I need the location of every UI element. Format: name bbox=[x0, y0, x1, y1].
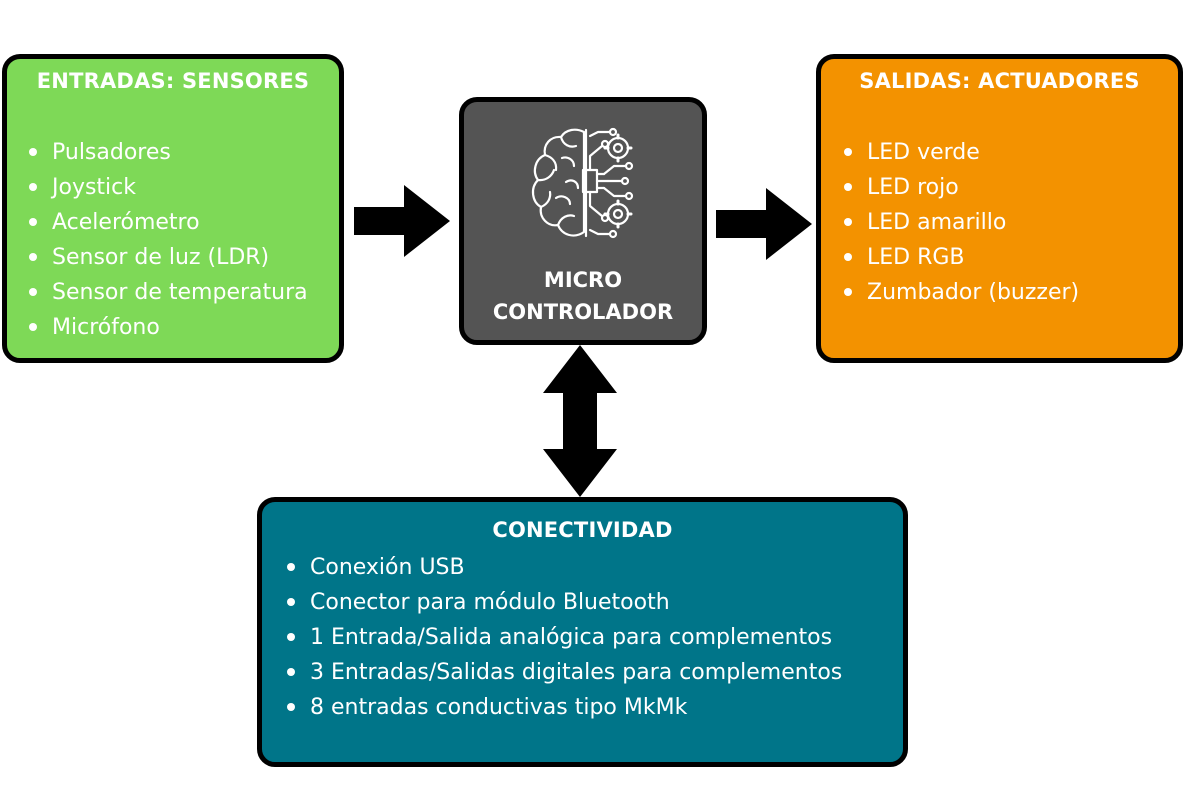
list-item: Zumbador (buzzer) bbox=[843, 275, 1079, 310]
list-item: 1 Entrada/Salida analógica para compleme… bbox=[286, 620, 842, 655]
microcontroller-label: MICRO CONTROLADOR bbox=[464, 264, 702, 328]
list-item: Pulsadores bbox=[29, 135, 308, 170]
microcontroller-label-line2: CONTROLADOR bbox=[492, 300, 674, 324]
list-item: 3 Entradas/Salidas digitales para comple… bbox=[286, 655, 842, 690]
list-item: Sensor de luz (LDR) bbox=[29, 240, 308, 275]
list-item: Conexión USB bbox=[286, 550, 842, 585]
connectivity-title: CONECTIVIDAD bbox=[492, 518, 673, 542]
list-item: LED RGB bbox=[843, 240, 1079, 275]
brain-circuit-icon bbox=[531, 127, 634, 239]
list-item: 8 entradas conductivas tipo MkMk bbox=[286, 690, 842, 725]
connectivity-list: Conexión USB Conector para módulo Blueto… bbox=[286, 550, 842, 725]
inputs-title: ENTRADAS: SENSORES bbox=[36, 69, 310, 93]
list-item: Sensor de temperatura bbox=[29, 275, 308, 310]
list-item: LED amarillo bbox=[843, 205, 1079, 240]
microcontroller-label-line1: MICRO bbox=[543, 268, 623, 292]
list-item: LED verde bbox=[843, 135, 1079, 170]
outputs-box: SALIDAS: ACTUADORES LED verde LED rojo L… bbox=[816, 54, 1183, 363]
inputs-box: ENTRADAS: SENSORES Pulsadores Joystick A… bbox=[2, 54, 344, 363]
arrow-bidirectional-icon bbox=[543, 345, 617, 497]
list-item: Micrófono bbox=[29, 310, 308, 345]
list-item: LED rojo bbox=[843, 170, 1079, 205]
list-item: Joystick bbox=[29, 170, 308, 205]
inputs-list: Pulsadores Joystick Acelerómetro Sensor … bbox=[29, 135, 308, 345]
outputs-title: SALIDAS: ACTUADORES bbox=[859, 69, 1140, 93]
microcontroller-box: MICRO CONTROLADOR bbox=[459, 97, 707, 345]
list-item: Conector para módulo Bluetooth bbox=[286, 585, 842, 620]
connectivity-box: CONECTIVIDAD Conexión USB Conector para … bbox=[257, 497, 908, 767]
arrow-right-icon bbox=[354, 185, 450, 257]
outputs-list: LED verde LED rojo LED amarillo LED RGB … bbox=[843, 135, 1079, 310]
list-item: Acelerómetro bbox=[29, 205, 308, 240]
arrow-right-icon bbox=[716, 188, 812, 260]
